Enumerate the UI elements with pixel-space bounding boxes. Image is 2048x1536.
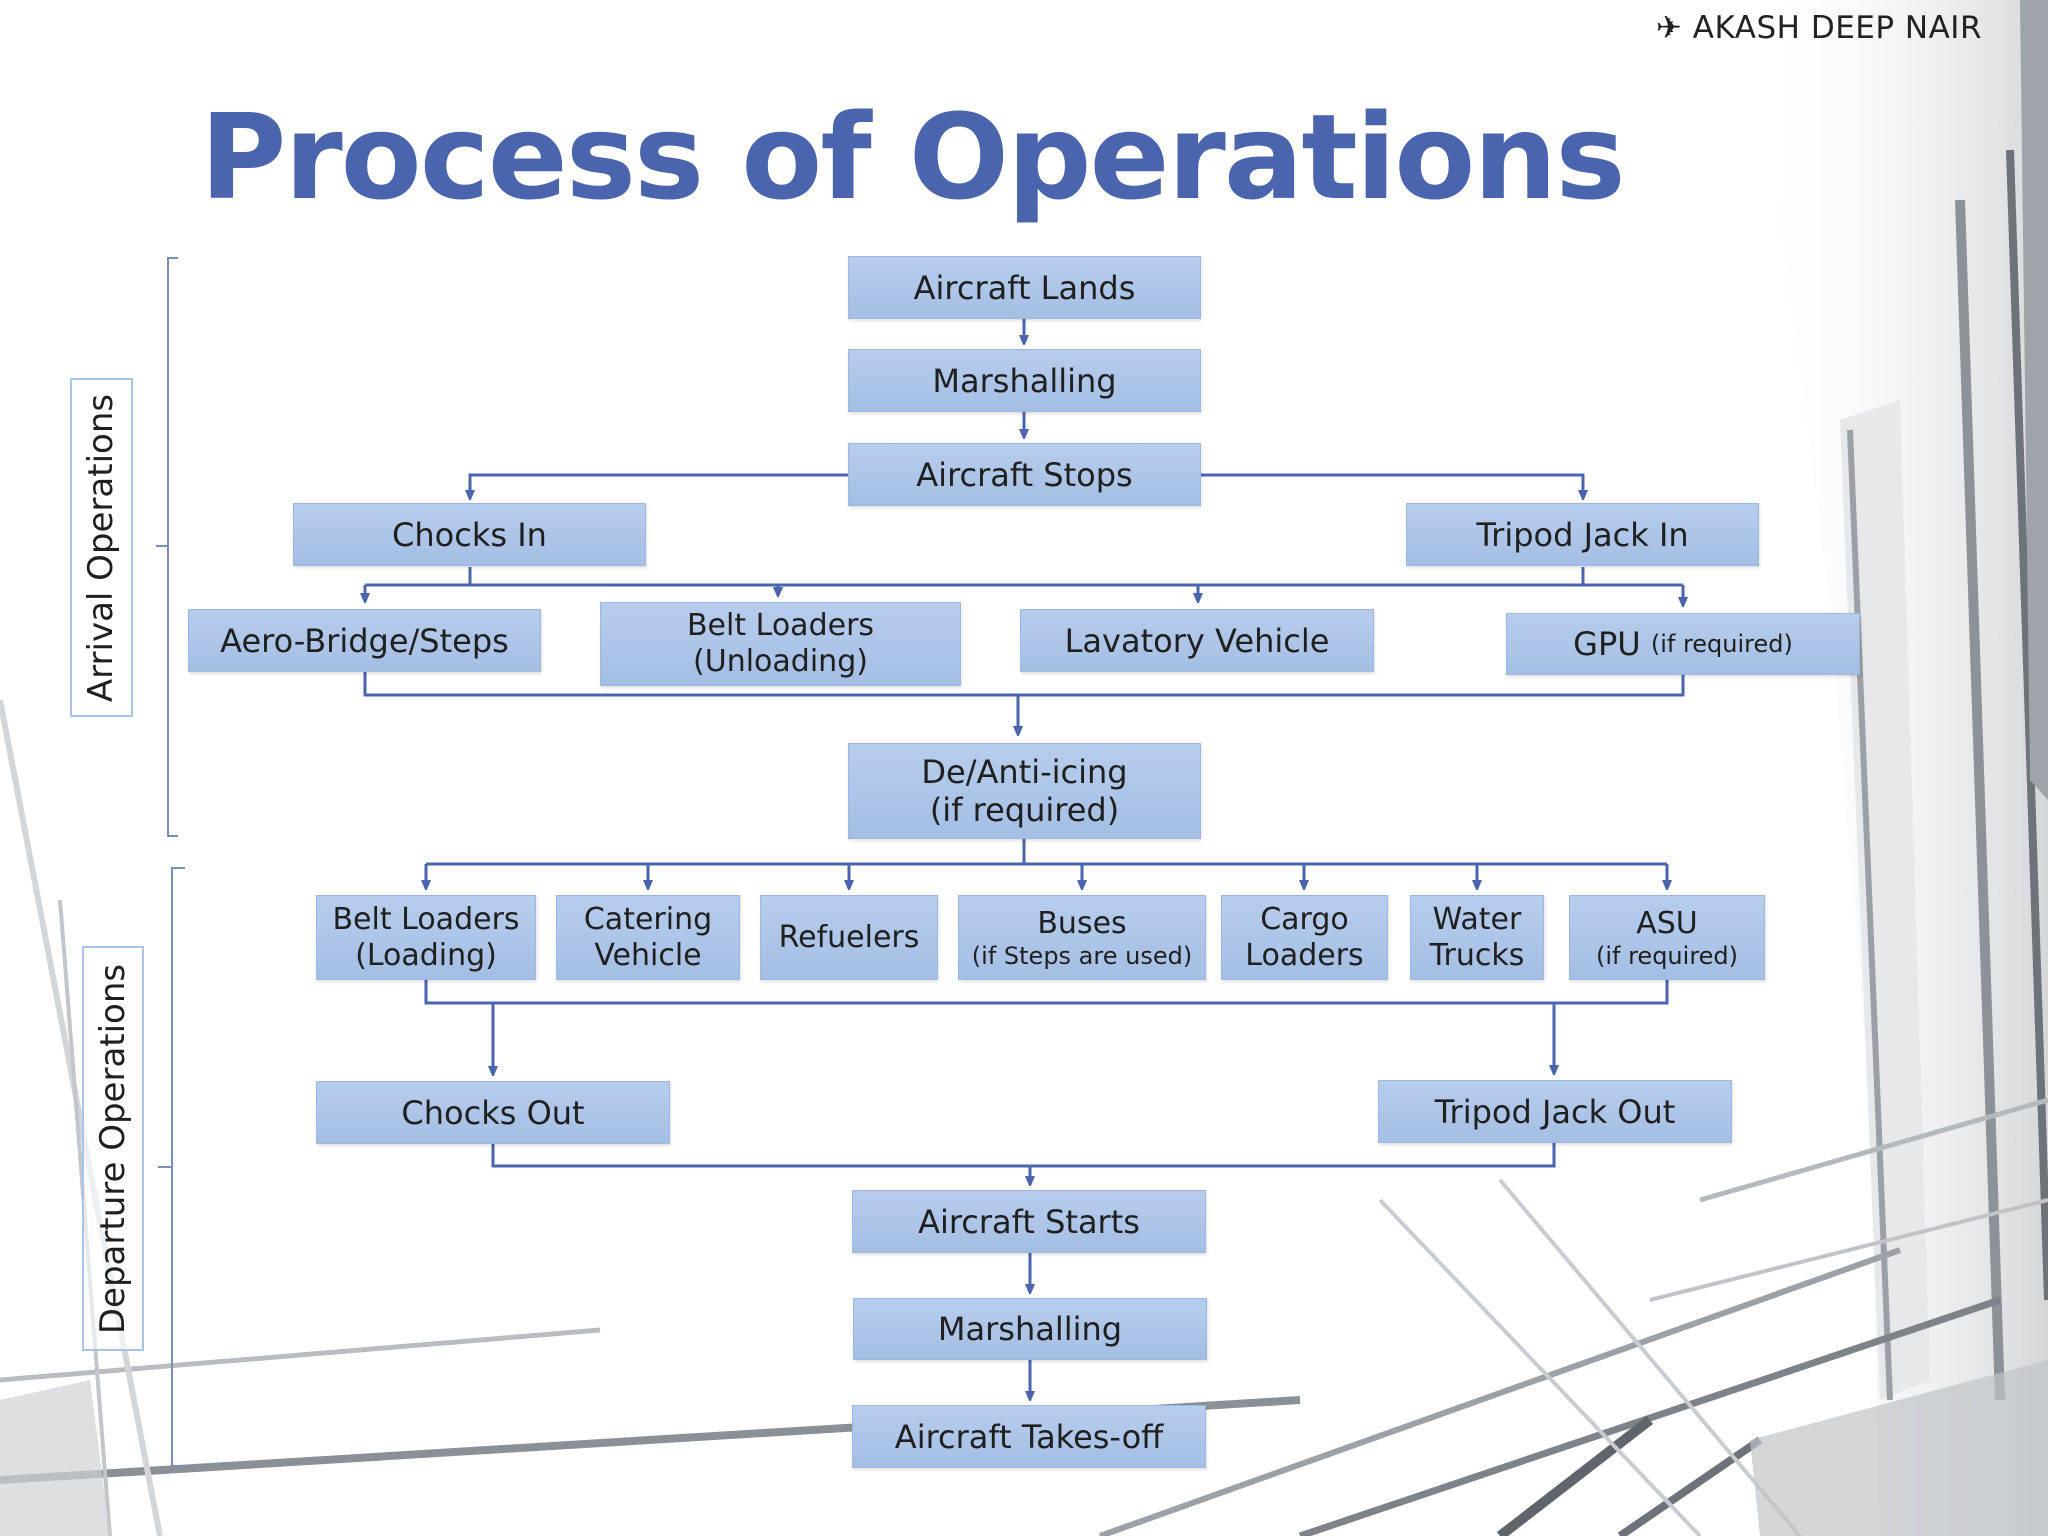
node-belt-loaders-loading: Belt Loaders (Loading): [316, 895, 536, 980]
airplane-icon: ✈: [1655, 10, 1683, 46]
node-aero-bridge-steps: Aero-Bridge/Steps: [188, 609, 541, 672]
node-de-anti-icing: De/Anti-icing (if required): [848, 743, 1201, 839]
node-aircraft-takes-off: Aircraft Takes-off: [852, 1405, 1206, 1468]
node-marshalling-departure: Marshalling: [853, 1298, 1207, 1360]
page-title: Process of Operations: [200, 88, 1626, 226]
node-chocks-out: Chocks Out: [316, 1081, 670, 1144]
node-belt-loaders-unloading: Belt Loaders (Unloading): [600, 602, 961, 686]
node-asu: ASU (if required): [1569, 895, 1765, 980]
node-aircraft-starts: Aircraft Starts: [852, 1190, 1206, 1253]
node-water-trucks: Water Trucks: [1410, 895, 1544, 980]
node-aircraft-stops: Aircraft Stops: [848, 443, 1201, 506]
node-gpu: GPU (if required): [1506, 613, 1860, 675]
node-buses: Buses (if Steps are used): [958, 895, 1206, 980]
node-lavatory-vehicle: Lavatory Vehicle: [1020, 609, 1374, 672]
node-catering-vehicle: Catering Vehicle: [556, 895, 740, 980]
node-tripod-jack-out: Tripod Jack Out: [1378, 1080, 1732, 1143]
departure-section-label: Departure Operations: [82, 946, 144, 1351]
node-marshalling-arrival: Marshalling: [848, 349, 1201, 412]
author-name: AKASH DEEP NAIR: [1692, 10, 1982, 46]
author-credit: ✈ AKASH DEEP NAIR: [1656, 10, 1982, 46]
node-chocks-in: Chocks In: [293, 503, 646, 566]
node-aircraft-lands: Aircraft Lands: [848, 256, 1201, 319]
node-refuelers: Refuelers: [760, 895, 938, 980]
node-cargo-loaders: Cargo Loaders: [1221, 895, 1388, 980]
arrival-section-label: Arrival Operations: [70, 378, 133, 717]
node-tripod-jack-in: Tripod Jack In: [1406, 503, 1759, 566]
